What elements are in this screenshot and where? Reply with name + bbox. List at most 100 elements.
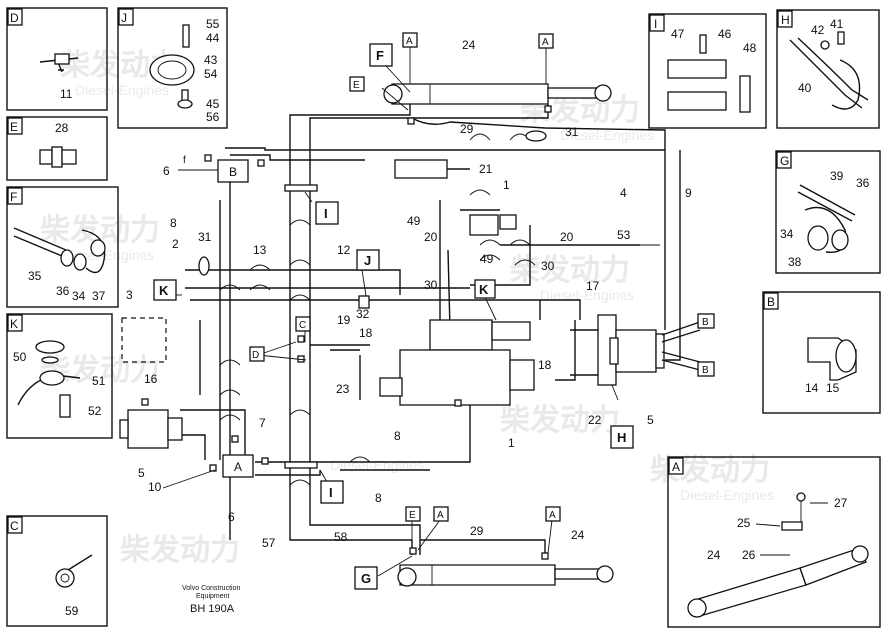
- part-label: F: [376, 48, 384, 63]
- part-label: 53: [617, 228, 631, 242]
- part-label: 50: [13, 350, 27, 364]
- part-label: 20: [424, 230, 438, 244]
- drawing-footer: Volvo Construction Equipment BH 190A: [182, 585, 240, 615]
- part-label: 54: [204, 67, 218, 81]
- detail-box-b: B 14 15: [762, 291, 881, 414]
- watermark-subtitle: Diesel-Engines: [330, 457, 424, 473]
- part-label: 8: [394, 429, 401, 443]
- part-label: 17: [586, 279, 600, 293]
- valve-b-top: [217, 159, 249, 183]
- part-label: 30: [424, 278, 438, 292]
- part-label: 7: [259, 416, 266, 430]
- part-label: E: [353, 80, 360, 91]
- part-label: G: [361, 571, 371, 586]
- part-label: 47: [671, 27, 685, 41]
- part-label: 59: [65, 604, 79, 618]
- detail-box-f: F 35 36 34 37: [6, 186, 119, 308]
- part-label: 52: [88, 404, 102, 418]
- part-label: 24: [462, 38, 476, 52]
- part-label: 5: [138, 466, 145, 480]
- part-label: 26: [742, 548, 756, 562]
- part-label: 37: [92, 289, 106, 303]
- part-label: 20: [560, 230, 574, 244]
- part-label: H: [781, 13, 790, 27]
- part-label: 34: [780, 227, 794, 241]
- components: B A: [119, 105, 701, 560]
- detail-box-d: D 11: [6, 7, 108, 111]
- part-label: 5: [647, 413, 654, 427]
- part-label: 24: [707, 548, 721, 562]
- part-label: 8: [375, 491, 382, 505]
- part-label: 19: [337, 313, 351, 327]
- part-label: A: [406, 36, 413, 47]
- detail-box-e: E 28: [6, 116, 108, 181]
- part-label: 18: [359, 326, 373, 340]
- part-label: 55: [206, 17, 220, 31]
- part-label: 43: [204, 53, 218, 67]
- part-label: 24: [571, 528, 585, 542]
- part-label: F: [10, 190, 17, 204]
- part-label: 49: [480, 252, 494, 266]
- company-line-1: Volvo Construction: [182, 585, 240, 592]
- part-label: K: [159, 283, 169, 298]
- part-label: 13: [253, 243, 267, 257]
- part-label: 56: [206, 110, 220, 124]
- detail-box-h: H 42 41 40: [776, 9, 880, 129]
- part-label: 31: [198, 230, 212, 244]
- part-label: D: [10, 11, 19, 25]
- part-label: 16: [144, 372, 158, 386]
- part-label: 28: [55, 121, 69, 135]
- detail-box-k: K 50 51 52: [6, 313, 113, 439]
- part-label: 51: [92, 374, 106, 388]
- part-label: 27: [834, 496, 848, 510]
- part-label: E: [409, 510, 416, 521]
- part-label: 32: [356, 307, 370, 321]
- part-label: 6: [228, 510, 235, 524]
- part-numbers: 24 29 31 21 4 9 6 f 8 2 31 13 12 49 20 2…: [126, 38, 692, 550]
- part-label: 39: [830, 169, 844, 183]
- part-label: 29: [470, 524, 484, 538]
- part-label: 35: [28, 269, 42, 283]
- part-label: 29: [460, 122, 474, 136]
- part-label: G: [780, 154, 789, 168]
- callouts: F A A E I J K K C D B B H I E A A G: [153, 32, 715, 590]
- part-label: 9: [685, 186, 692, 200]
- part-label: A: [234, 460, 242, 474]
- part-label: C: [299, 320, 306, 331]
- part-label: A: [672, 460, 680, 474]
- part-label: 46: [718, 27, 732, 41]
- part-label: A: [437, 510, 444, 521]
- part-label: 15: [826, 381, 840, 395]
- part-label: 1: [503, 178, 510, 192]
- part-label: 36: [856, 176, 870, 190]
- part-label: C: [10, 519, 19, 533]
- part-label: J: [121, 11, 127, 25]
- part-label: I: [654, 17, 657, 31]
- part-label: 41: [830, 17, 844, 31]
- part-label: 11: [60, 87, 73, 101]
- part-label: 3: [126, 288, 133, 302]
- watermark-subtitle: Diesel-Engines: [540, 287, 634, 303]
- part-label: f: [183, 155, 186, 166]
- part-label: A: [549, 510, 556, 521]
- part-label: B: [702, 317, 709, 328]
- part-label: 30: [541, 259, 555, 273]
- watermark-brand: 柴发动力: [120, 534, 240, 567]
- part-label: 14: [805, 381, 819, 395]
- part-label: 49: [407, 214, 421, 228]
- part-label: 22: [588, 413, 602, 427]
- detail-box-j: J 55 44 43 54 45 56: [117, 7, 228, 129]
- part-label: B: [767, 295, 775, 309]
- part-label: B: [229, 165, 237, 179]
- part-label: I: [324, 206, 328, 221]
- part-label: 12: [337, 243, 351, 257]
- part-label: E: [10, 120, 18, 134]
- drawing-code: BH 190A: [190, 603, 235, 615]
- watermark-subtitle: Diesel-Engines: [560, 127, 654, 143]
- part-label: 57: [262, 536, 276, 550]
- detail-box-c: C 59: [6, 515, 108, 627]
- part-label: 44: [206, 31, 220, 45]
- part-label: J: [364, 253, 371, 268]
- part-label: 58: [334, 530, 348, 544]
- part-label: 31: [565, 125, 579, 139]
